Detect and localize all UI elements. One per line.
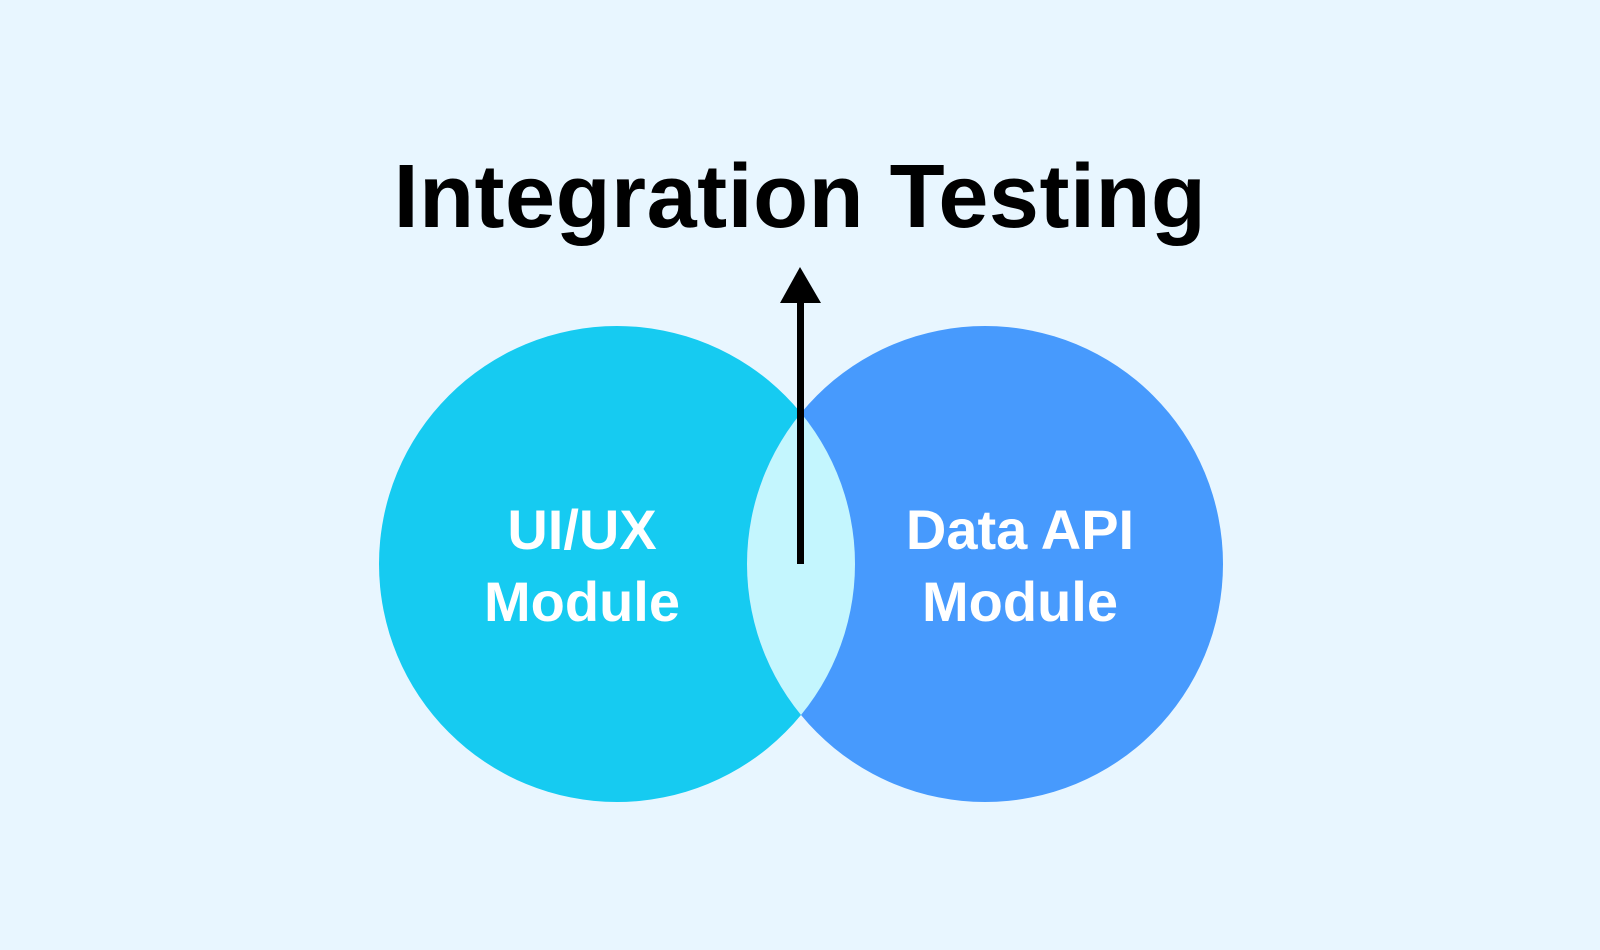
ui-ux-module-circle — [379, 326, 855, 802]
ui-ux-line2: Module — [484, 570, 680, 633]
data-api-module-label: Data API Module — [870, 494, 1170, 638]
page-title: Integration Testing — [393, 147, 1207, 247]
data-api-module-circle — [747, 326, 1223, 802]
ui-ux-line1: UI/UX — [507, 498, 657, 561]
ui-ux-module-label: UI/UX Module — [432, 494, 732, 638]
data-api-line2: Module — [922, 570, 1118, 633]
arrow-up-icon — [780, 267, 821, 564]
data-api-line1: Data API — [905, 498, 1135, 561]
